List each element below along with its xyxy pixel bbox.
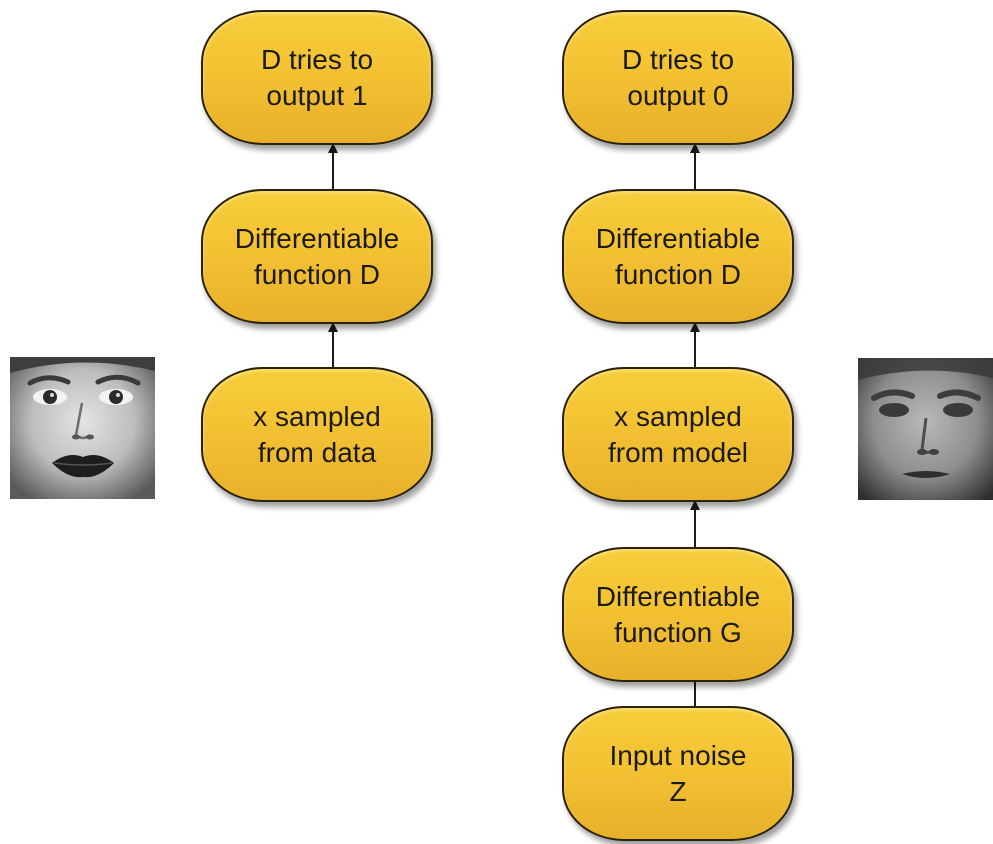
node-label: Differentiable function D [595, 222, 761, 290]
node-label: D tries to output 1 [260, 43, 374, 111]
node-differentiable-function-d-right: Differentiable function D [562, 189, 794, 324]
node-x-sampled-from-model: x sampled from model [562, 367, 794, 502]
node-d-tries-output-0: D tries to output 0 [562, 10, 794, 145]
node-input-noise-z: Input noise Z [562, 706, 794, 841]
node-label: x sampled from model [607, 400, 749, 468]
node-x-sampled-from-data: x sampled from data [201, 367, 433, 502]
node-label: x sampled from data [253, 400, 381, 468]
generated-face-image [858, 358, 993, 500]
node-differentiable-function-d-left: Differentiable function D [201, 189, 433, 324]
node-label: Input noise Z [609, 739, 747, 807]
node-d-tries-output-1: D tries to output 1 [201, 10, 433, 145]
node-differentiable-function-g: Differentiable function G [562, 547, 794, 682]
real-face-image [10, 357, 155, 499]
node-label: D tries to output 0 [621, 43, 735, 111]
node-label: Differentiable function G [595, 580, 761, 648]
node-label: Differentiable function D [234, 222, 400, 290]
